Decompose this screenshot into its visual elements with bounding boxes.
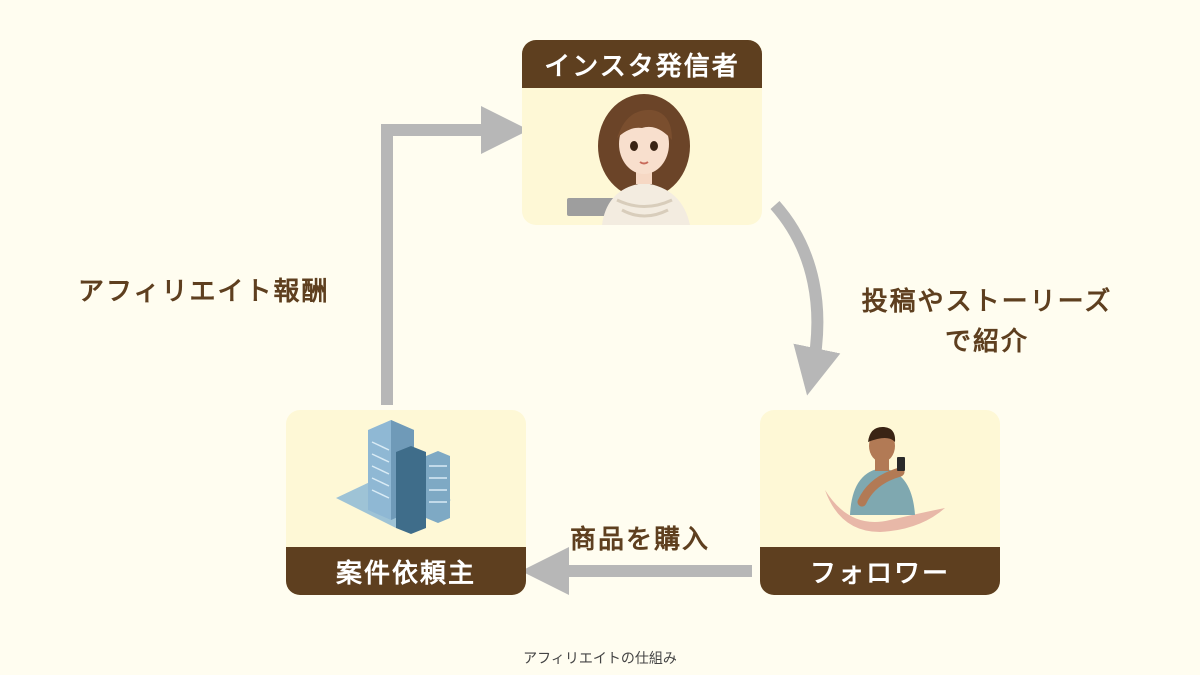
post-label: 投稿やストーリーズ で紹介 [842,282,1132,362]
influencer-illustration [522,88,762,225]
post-label-line2: で紹介 [944,327,1029,357]
client-illustration [286,410,526,547]
follower-illustration [760,410,1000,547]
diagram-caption: アフィリエイトの仕組み [523,651,677,667]
reward-label: アフィリエイト報酬 [78,277,330,307]
post-label-line1: 投稿やストーリーズ [861,287,1113,317]
client-card: 案件依頼主 [286,410,526,595]
follower-title: フォロワー [760,547,1000,595]
client-title: 案件依頼主 [286,547,526,595]
purchase-label: 商品を購入 [570,525,711,555]
influencer-card: インスタ発信者 [522,40,762,225]
arrow-reward [381,106,529,405]
arrow-post [770,201,841,396]
influencer-title: インスタ発信者 [522,40,762,88]
follower-card: フォロワー [760,410,1000,595]
